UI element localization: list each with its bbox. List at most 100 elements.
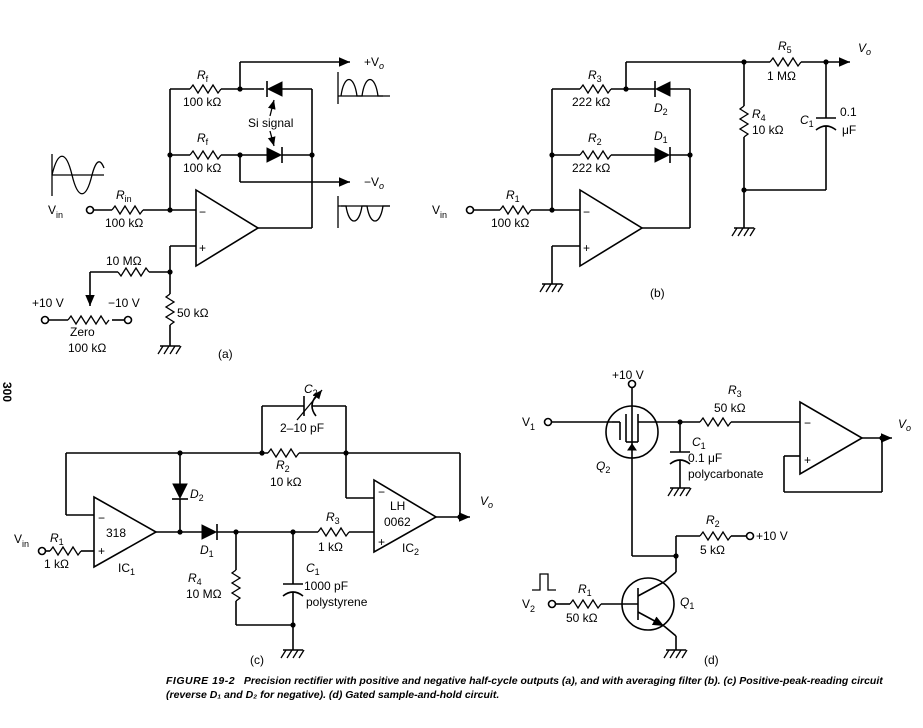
- label-a: (a): [218, 347, 233, 361]
- diode-d1-b: [654, 147, 671, 163]
- svg-text:1 kΩ: 1 kΩ: [318, 540, 343, 554]
- r50k-resistor: [164, 293, 176, 326]
- svg-text:+: +: [804, 453, 811, 467]
- diode-top-a: [266, 81, 283, 97]
- svg-text:10 MΩ: 10 MΩ: [186, 587, 222, 601]
- circuit-a: − + Vin Rin 100 kΩ: [32, 55, 390, 361]
- sine-wave-icon: [51, 155, 105, 195]
- svg-text:D1: D1: [654, 129, 668, 145]
- m10-label-a: −10 V: [108, 296, 140, 310]
- circuit-b: − + Vin R1 100 kΩ: [432, 39, 871, 300]
- rin-label: Rin: [116, 188, 132, 204]
- vin-label-c: Vin: [14, 532, 29, 549]
- opamp-a-minus: −: [199, 205, 206, 219]
- svg-text:D2: D2: [190, 487, 204, 503]
- r3-resistor-d: [699, 416, 732, 428]
- r1-resistor-d: [569, 598, 602, 610]
- svg-text:R4: R4: [752, 107, 766, 123]
- rf-bottom-resistor: [189, 149, 222, 161]
- zero-pot: [67, 314, 110, 326]
- svg-text:222 kΩ: 222 kΩ: [572, 95, 610, 109]
- rf-bottom-value: 100 kΩ: [183, 161, 221, 175]
- svg-text:−: −: [98, 511, 105, 525]
- vo-label-c: Vo: [480, 494, 493, 510]
- svg-text:R1: R1: [506, 188, 520, 204]
- svg-text:Q1: Q1: [680, 595, 694, 611]
- svg-text:+: +: [98, 544, 105, 558]
- ground-d2: [663, 649, 688, 659]
- p10-label-d: +10 V: [612, 368, 644, 382]
- opamp-ic1: [93, 495, 158, 569]
- svg-text:222 kΩ: 222 kΩ: [572, 161, 610, 175]
- svg-text:0.1: 0.1: [840, 105, 857, 119]
- svg-text:+: +: [378, 535, 385, 549]
- opamp-b: [579, 188, 644, 268]
- circuit-d: V1 +10 V Q2 R3 50 kΩ: [522, 368, 911, 667]
- p10b-label-d: +10 V: [756, 529, 788, 543]
- svg-text:R3: R3: [588, 68, 602, 84]
- svg-text:5 kΩ: 5 kΩ: [700, 543, 725, 557]
- svg-text:50 kΩ: 50 kΩ: [714, 401, 746, 415]
- rin-resistor: [111, 204, 144, 216]
- ground-a: [157, 345, 182, 355]
- opamp-a: [195, 188, 260, 268]
- svg-text:D2: D2: [654, 101, 668, 117]
- label-c: (c): [250, 653, 264, 667]
- svg-text:LH: LH: [390, 499, 405, 513]
- svg-text:C1: C1: [306, 561, 320, 577]
- rf-top-label: Rf: [197, 68, 209, 84]
- vin-terminal-a: [85, 205, 95, 215]
- svg-text:1000 pF: 1000 pF: [304, 579, 348, 593]
- pos-halfwave-icon: [340, 78, 383, 97]
- r50k-value: 50 kΩ: [177, 306, 209, 320]
- r2-resistor-b: [579, 149, 612, 161]
- label-d: (d): [704, 653, 719, 667]
- r1-resistor-b: [499, 204, 532, 216]
- svg-text:IC1: IC1: [118, 561, 135, 577]
- p10-label-a: +10 V: [32, 296, 64, 310]
- svg-text:−: −: [583, 205, 590, 219]
- opamp-a-plus: +: [199, 241, 206, 255]
- svg-text:0.1 μF: 0.1 μF: [688, 451, 722, 465]
- vin-label-b: Vin: [432, 203, 447, 220]
- svg-text:D1: D1: [200, 543, 214, 559]
- svg-text:−: −: [804, 416, 811, 430]
- svg-text:R1: R1: [50, 531, 64, 547]
- r2-resistor-d: [699, 530, 732, 542]
- svg-text:0062: 0062: [384, 515, 411, 529]
- diode-d1-c: [201, 524, 218, 540]
- svg-text:C1: C1: [800, 113, 814, 129]
- svg-text:+: +: [583, 241, 590, 255]
- pulse-icon: [532, 573, 556, 591]
- svg-text:C1: C1: [692, 435, 706, 451]
- v2-label: V2: [522, 597, 535, 614]
- svg-text:100 kΩ: 100 kΩ: [491, 216, 529, 230]
- neg-halfwave-icon: [341, 205, 390, 222]
- zero-label: Zero: [70, 325, 95, 339]
- caption-head: FIGURE 19-2: [166, 675, 236, 687]
- si-signal-label: Si signal: [248, 116, 293, 130]
- svg-text:1 kΩ: 1 kΩ: [44, 557, 69, 571]
- svg-text:R3: R3: [326, 510, 340, 526]
- r2-resistor-c: [267, 447, 300, 459]
- opamp-d: [799, 400, 864, 476]
- svg-text:R2: R2: [276, 458, 290, 474]
- circuit-c: − + 318 IC1 Vin R1 1 kΩ: [14, 382, 493, 667]
- v1-label: V1: [522, 415, 535, 432]
- rf-bottom-label: Rf: [197, 131, 209, 147]
- svg-text:50 kΩ: 50 kΩ: [566, 611, 598, 625]
- svg-text:R3: R3: [728, 383, 742, 399]
- svg-text:Q2: Q2: [596, 459, 610, 475]
- diode-d2-b: [654, 81, 671, 97]
- diode-d2-c: [172, 483, 188, 500]
- r1-resistor-c: [49, 545, 82, 557]
- rf-top-value: 100 kΩ: [183, 95, 221, 109]
- opamp-ic2: [373, 478, 438, 554]
- r3-resistor-c: [317, 526, 350, 538]
- ground-b1: [731, 227, 756, 237]
- ground-c: [280, 649, 305, 659]
- svg-text:10 kΩ: 10 kΩ: [270, 475, 302, 489]
- vo-label-d: Vo: [898, 417, 911, 433]
